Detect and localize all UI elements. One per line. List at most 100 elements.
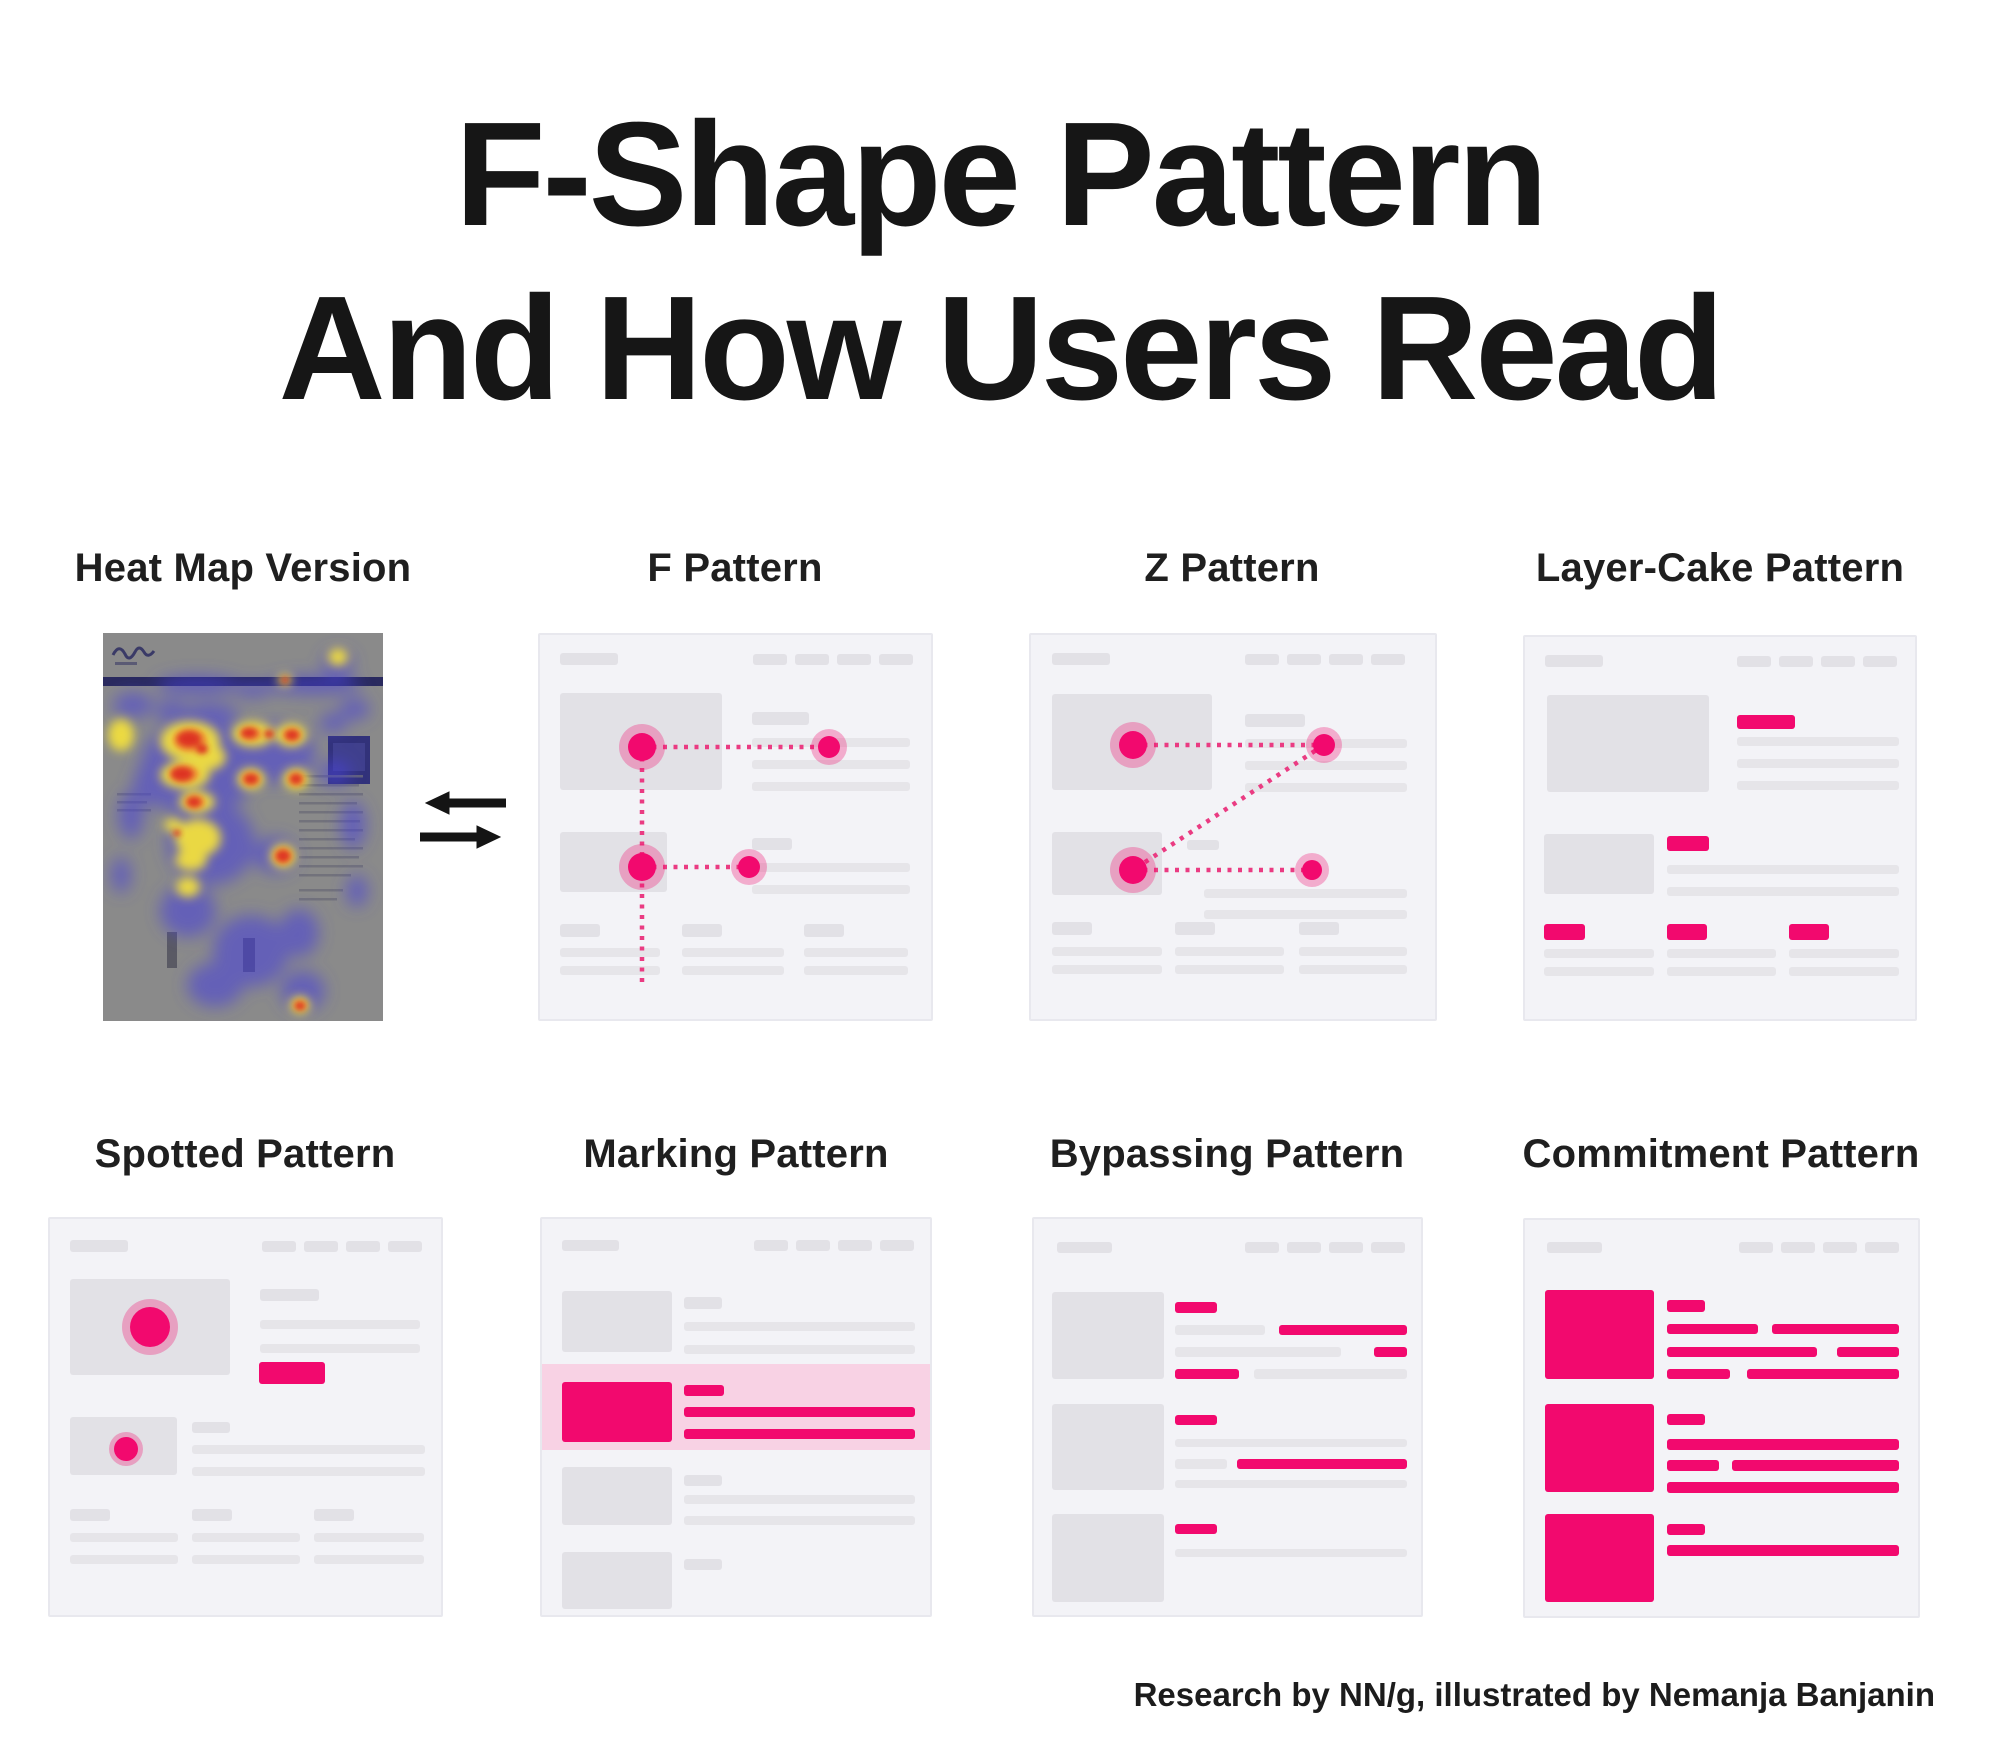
panel-f-pattern — [538, 633, 933, 1021]
wireframe-nav-item — [1245, 1242, 1279, 1253]
wireframe-nav-item — [1329, 1242, 1363, 1253]
wireframe-line — [684, 1345, 915, 1354]
wireframe-heading-highlighted — [684, 1385, 724, 1396]
wireframe-line — [1175, 1480, 1407, 1488]
wireframe-line — [752, 782, 910, 791]
wireframe-line — [752, 863, 910, 872]
wireframe-line — [1175, 965, 1284, 974]
wireframe-line — [1175, 1347, 1341, 1357]
wireframe-heading — [560, 924, 600, 937]
wireframe-heading — [684, 1475, 722, 1486]
wireframe-nav-item — [796, 1240, 830, 1251]
wireframe-image-highlighted — [1545, 1404, 1654, 1492]
wireframe-nav-item — [1821, 656, 1855, 667]
panel-layer-cake — [1523, 635, 1917, 1021]
wireframe-image — [562, 1467, 672, 1525]
wireframe-heading-highlighted — [1667, 1300, 1705, 1312]
wireframe-line-highlighted — [1667, 1324, 1758, 1334]
wireframe-nav-item — [838, 1240, 872, 1251]
wireframe-line — [192, 1555, 300, 1564]
wireframe-line — [314, 1533, 424, 1542]
wireframe-nav-item — [1779, 656, 1813, 667]
wireframe-heading — [1052, 922, 1092, 935]
wireframe-line-highlighted — [1747, 1369, 1899, 1379]
wireframe-line-highlighted — [684, 1407, 915, 1417]
wireframe-line — [260, 1344, 420, 1353]
wireframe-heading — [1175, 922, 1215, 935]
heat-blobs-red — [171, 677, 305, 1010]
wireframe-line — [752, 760, 910, 769]
wireframe-heading-highlighted — [1175, 1415, 1217, 1425]
page-title-line1: F-Shape Pattern — [455, 92, 1548, 257]
wireframe-image — [1052, 1404, 1164, 1490]
equivalence-arrows-icon — [420, 791, 506, 849]
wireframe-heading-highlighted — [1544, 924, 1585, 940]
wireframe-line-highlighted — [1667, 1460, 1719, 1471]
wireframe-line-highlighted — [1279, 1325, 1407, 1335]
wireframe-heading-highlighted — [1667, 836, 1709, 851]
wireframe-image — [1052, 1292, 1164, 1379]
wireframe-nav-item — [754, 1240, 788, 1251]
wireframe-heading — [260, 1289, 319, 1301]
wireframe-nav-item — [753, 654, 787, 665]
wireframe-line — [1544, 967, 1654, 976]
wireframe-line — [1737, 759, 1899, 768]
wireframe-line — [70, 1555, 178, 1564]
wireframe-line — [1789, 967, 1899, 976]
wireframe-heading — [684, 1559, 722, 1570]
wireframe-line-highlighted — [1667, 1369, 1730, 1379]
panel-spotted — [48, 1217, 443, 1617]
wireframe-heading — [1299, 922, 1339, 935]
wireframe-line — [684, 1516, 915, 1525]
credit-text: Research by NN/g, illustrated by Nemanja… — [1133, 1676, 1935, 1713]
wireframe-line — [70, 1533, 178, 1542]
wireframe-line-highlighted — [684, 1429, 915, 1439]
wireframe-logo — [1057, 1242, 1112, 1253]
wireframe-nav-item — [1737, 656, 1771, 667]
wireframe-line — [192, 1445, 425, 1454]
wireframe-heading — [70, 1509, 110, 1521]
wireframe-nav-item — [1287, 1242, 1321, 1253]
wireframe-image — [562, 1291, 672, 1352]
wireframe-logo — [70, 1240, 128, 1252]
wireframe-line-highlighted — [1667, 1545, 1899, 1556]
wireframe-line — [560, 966, 660, 975]
wireframe-line — [1299, 947, 1407, 956]
label-commitment: Commitment Pattern — [1522, 1132, 1920, 1176]
wireframe-line — [1204, 910, 1407, 919]
label-bypassing: Bypassing Pattern — [1049, 1132, 1405, 1176]
wireframe-nav-item — [1739, 1242, 1773, 1253]
wireframe-nav-item — [1329, 654, 1363, 665]
wireframe-line — [1667, 949, 1776, 958]
wireframe-line — [1544, 949, 1654, 958]
wireframe-heading — [314, 1509, 354, 1521]
wireframe-line — [1175, 1549, 1407, 1557]
wireframe-heading-highlighted — [1667, 1524, 1705, 1535]
wireframe-line — [192, 1467, 425, 1476]
label-z-pattern: Z Pattern — [1144, 546, 1320, 590]
panel-bypassing — [1032, 1217, 1423, 1617]
wireframe-image — [562, 1552, 672, 1609]
wireframe-heading — [192, 1509, 232, 1521]
wireframe-line — [1299, 965, 1407, 974]
wireframe-logo — [562, 1240, 619, 1251]
wireframe-button-highlighted — [259, 1362, 325, 1384]
wireframe-nav-item — [1287, 654, 1321, 665]
wireframe-line — [682, 948, 784, 957]
wireframe-nav-item — [1371, 654, 1405, 665]
wireframe-heading — [752, 838, 792, 850]
wireframe-nav-item — [1245, 654, 1279, 665]
wireframe-nav-item — [346, 1241, 380, 1252]
wireframe-line-highlighted — [1175, 1369, 1239, 1379]
f-gaze-path — [619, 724, 847, 987]
wireframe-line-highlighted — [1237, 1459, 1407, 1469]
wireframe-line — [1254, 1369, 1407, 1379]
wireframe-line — [684, 1322, 915, 1331]
wireframe-line — [1052, 965, 1162, 974]
wireframe-line — [1789, 949, 1899, 958]
wireframe-nav-item — [1371, 1242, 1405, 1253]
wireframe-nav-item — [1823, 1242, 1857, 1253]
wireframe-line — [1245, 783, 1407, 792]
z-gaze-path — [1110, 722, 1342, 893]
